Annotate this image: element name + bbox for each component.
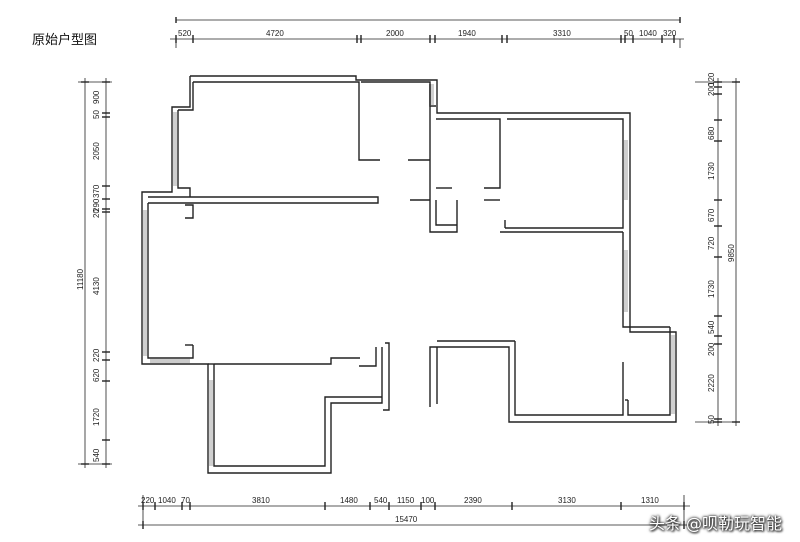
left-dim-7: 4130 [92,277,101,295]
top-dim-7: 1040 [639,29,657,38]
bottom-dim-11: 1310 [641,496,659,505]
top-dim-3: 2000 [386,29,404,38]
top-dimension-chain: 520 4720 2000 1940 3310 50 1040 320 [170,17,684,48]
left-dim-11: 540 [92,448,101,462]
left-dim-8: 220 [92,348,101,362]
bottom-dim-10: 3130 [558,496,576,505]
right-dim-1: 120 [707,72,716,86]
left-dim-6: 20 [92,209,101,218]
right-dim-3: 680 [707,126,716,140]
bottom-dim-total: 15470 [395,515,418,524]
right-dim-11: 50 [707,415,716,424]
right-dim-2: 200 [707,82,716,96]
left-dim-10: 1720 [92,408,101,426]
bottom-dim-1: 220 [141,496,155,505]
bottom-dimension-chain: 220 1040 70 3810 1480 540 1150 100 2390 … [138,495,690,529]
bottom-dim-8: 100 [421,496,435,505]
top-dim-1: 520 [178,29,192,38]
bottom-dim-9: 2390 [464,496,482,505]
top-dim-4: 1940 [458,29,476,38]
right-dim-9: 200 [707,342,716,356]
left-dim-1: 900 [92,90,101,104]
top-dim-5: 3310 [553,29,571,38]
bottom-dim-6: 540 [374,496,388,505]
bottom-dim-4: 3810 [252,496,270,505]
right-dim-7: 1730 [707,280,716,298]
right-dimension-chain: 120 200 680 1730 670 720 1730 540 200 22… [695,72,740,426]
top-dim-8: 320 [663,29,677,38]
bottom-dim-7: 1150 [397,496,415,505]
right-dim-5: 670 [707,208,716,222]
left-dim-total: 11180 [76,268,85,290]
plan-title: 原始户型图 [32,32,98,47]
watermark: 头条 @呗勒玩智能 [648,514,782,533]
bottom-dim-5: 1480 [340,496,358,505]
right-dim-6: 720 [707,236,716,250]
bottom-dim-3: 70 [181,496,190,505]
left-dim-4: 370 [92,184,101,198]
left-dim-9: 620 [92,368,101,382]
left-dim-2: 50 [92,110,101,119]
bottom-dim-2: 1040 [158,496,176,505]
left-dim-5: 290 [92,198,101,212]
top-dim-6: 50 [624,29,633,38]
right-dim-10: 2220 [707,374,716,392]
right-dim-8: 540 [707,320,716,334]
left-dim-3: 2050 [92,142,101,160]
right-dim-4: 1730 [707,162,716,180]
top-dim-2: 4720 [266,29,284,38]
left-dimension-chain: 900 50 2050 370 290 20 4130 220 620 1720… [76,78,112,468]
window-marks [143,84,675,466]
right-dim-total: 9850 [727,244,736,262]
exterior-walls [141,75,677,474]
